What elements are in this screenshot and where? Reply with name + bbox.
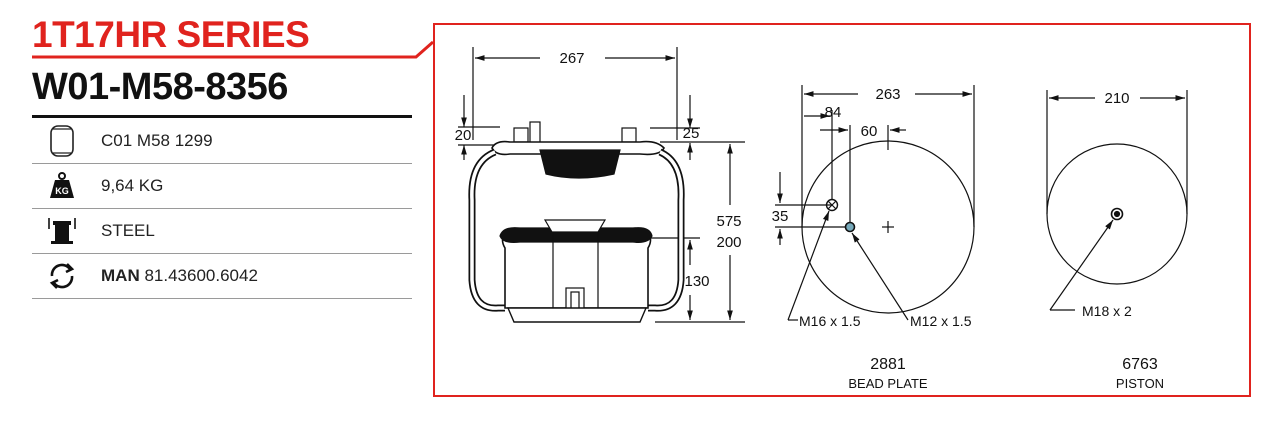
dim-side-top-right: 25 bbox=[683, 125, 700, 142]
weight-icon-label: KG bbox=[55, 186, 69, 196]
piston-view bbox=[1046, 90, 1188, 311]
drawing-frame bbox=[433, 23, 1251, 397]
dim-piston-diameter: 210 bbox=[1104, 90, 1129, 107]
spec-row-crossref: MAN 81.43600.6042 bbox=[32, 254, 412, 299]
dim-side-height-total: 575 bbox=[716, 213, 741, 230]
bead-plate-caption: BEAD PLATE bbox=[848, 376, 928, 391]
piston-material-icon bbox=[32, 209, 92, 253]
dim-side-height-piston: 130 bbox=[684, 273, 709, 290]
weight-kg-icon: KG bbox=[32, 164, 92, 208]
thread-left: M16 x 1.5 bbox=[799, 313, 861, 329]
crossref-brand: MAN bbox=[101, 266, 140, 285]
dim-side-height-mid: 200 bbox=[716, 234, 741, 251]
crossref-number: 81.43600.6042 bbox=[144, 266, 258, 285]
dim-bead-offset-a: 84 bbox=[825, 104, 842, 121]
title-divider bbox=[32, 115, 412, 118]
spec-row-weight: KG 9,64 KG bbox=[32, 164, 412, 209]
dim-bead-vertical: 35 bbox=[772, 208, 789, 225]
spec-part-number: C01 M58 1299 bbox=[101, 131, 213, 150]
dim-bead-offset-b: 60 bbox=[861, 123, 878, 140]
spec-crossref-text: MAN 81.43600.6042 bbox=[101, 266, 258, 286]
dim-bead-diameter: 263 bbox=[875, 86, 900, 103]
piston-thread: M18 x 2 bbox=[1082, 303, 1132, 319]
piston-caption: PISTON bbox=[1116, 376, 1164, 391]
thread-right: M12 x 1.5 bbox=[910, 313, 972, 329]
model-number: W01-M58-8356 bbox=[32, 66, 288, 108]
dim-side-top-left: 20 bbox=[455, 127, 472, 144]
bead-plate-view bbox=[775, 85, 975, 321]
piston-part-no: 6763 bbox=[1122, 356, 1158, 373]
bead-plate-part-no: 2881 bbox=[870, 356, 906, 373]
spec-row-part: C01 M58 1299 bbox=[32, 119, 412, 164]
spec-weight: 9,64 KG bbox=[101, 176, 164, 195]
dim-side-width: 267 bbox=[559, 50, 584, 67]
spec-row-material: STEEL bbox=[32, 209, 412, 254]
air-spring-icon bbox=[32, 119, 92, 163]
spec-material: STEEL bbox=[101, 221, 155, 240]
side-view bbox=[458, 47, 745, 323]
cross-reference-icon bbox=[32, 254, 92, 298]
